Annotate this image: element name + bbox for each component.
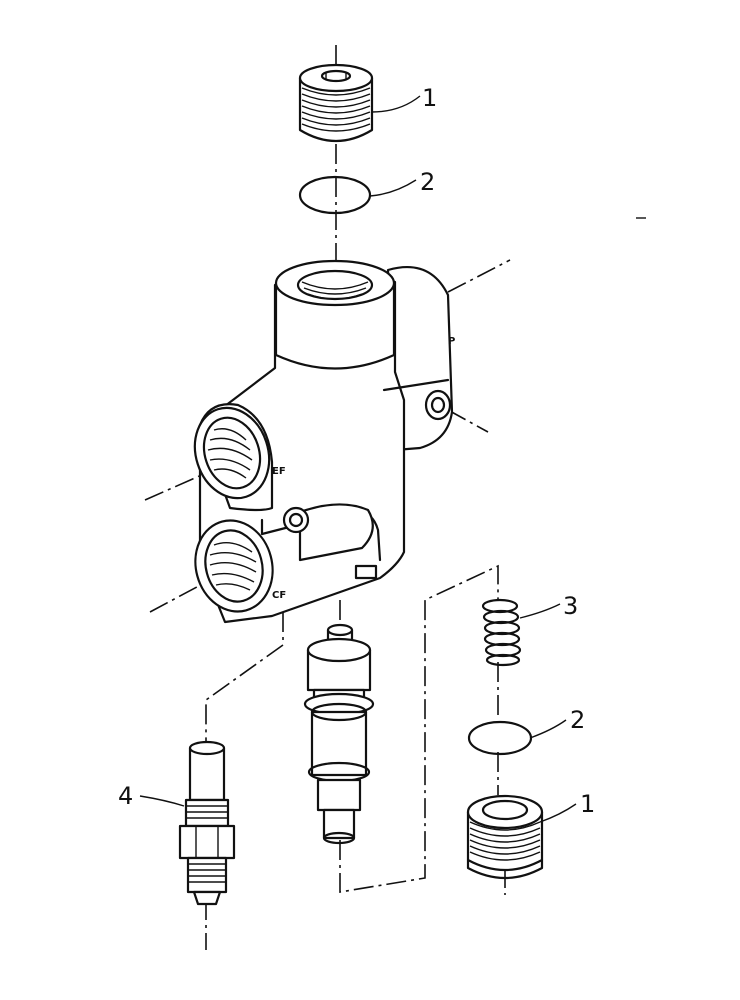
top-oring [298,175,372,215]
callout-2-top-oring: 2 [420,168,435,196]
leader-lines [139,95,577,823]
callouts: 1 2 3 2 1 4 [118,84,595,818]
callout-4-fitting: 4 [118,782,133,810]
bottom-oring [467,720,533,756]
fitting [178,740,236,906]
callout-1-top-plug: 1 [422,84,437,112]
callout-3-spring: 3 [563,592,578,620]
top-plug [298,63,374,142]
valve-body: P EF CF [193,259,455,624]
bottom-plug [466,794,544,879]
port-label-p: P [448,336,455,347]
port-label-ef: EF [272,466,286,477]
port-label-cf: CF [272,590,286,601]
spool [303,623,375,845]
callout-1-bottom-plug: 1 [580,790,595,818]
callout-2-bottom-oring: 2 [570,706,585,734]
spring [481,598,522,667]
